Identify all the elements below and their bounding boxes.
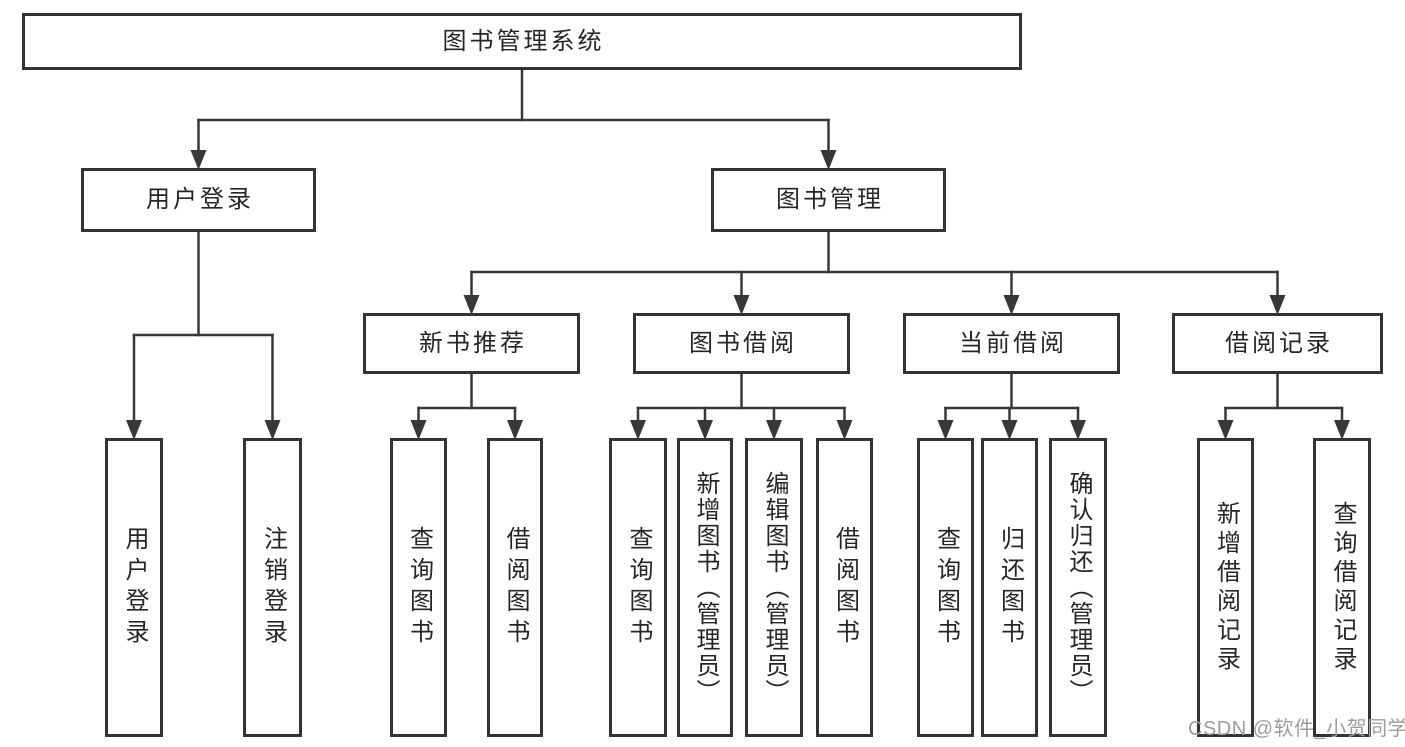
node-label-leaf-add-borrow-record: 新增借阅记录 — [1212, 500, 1240, 675]
node-leaf-add-borrow-record: 新增借阅记录 — [1197, 438, 1254, 737]
node-leaf-user-login: 用户登录 — [105, 438, 163, 737]
node-label-leaf-query-borrow-record: 查询借阅记录 — [1329, 500, 1356, 675]
node-label-leaf-edit-books-admin: 编辑图书（管理员） — [761, 470, 788, 705]
node-leaf-borrow-books-2: 借阅图书 — [816, 438, 873, 737]
node-label-book-management: 图书管理 — [776, 186, 884, 213]
node-book-borrowing: 图书借阅 — [633, 313, 850, 374]
node-system-root: 图书管理系统 — [22, 13, 1022, 70]
node-user-login: 用户登录 — [81, 168, 316, 232]
node-label-leaf-query-books-1: 查询图书 — [405, 525, 433, 650]
node-leaf-query-books-2: 查询图书 — [609, 438, 667, 737]
node-label-leaf-user-login: 用户登录 — [121, 525, 148, 650]
node-label-leaf-borrow-books-1: 借阅图书 — [502, 525, 529, 650]
node-label-leaf-add-books-admin: 新增图书（管理员） — [692, 470, 719, 705]
node-leaf-query-books-1: 查询图书 — [390, 438, 447, 737]
node-new-book-recommendation: 新书推荐 — [363, 313, 580, 374]
node-label-borrowing-records: 借阅记录 — [1225, 329, 1333, 357]
node-leaf-add-books-admin: 新增图书（管理员） — [677, 438, 733, 737]
node-label-leaf-query-books-2: 查询图书 — [625, 525, 652, 650]
node-label-system-root: 图书管理系统 — [442, 27, 605, 55]
node-label-current-borrowing: 当前借阅 — [959, 329, 1067, 357]
node-leaf-logout: 注销登录 — [243, 438, 302, 737]
node-label-book-borrowing: 图书借阅 — [689, 329, 797, 357]
node-label-leaf-query-books-3: 查询图书 — [932, 525, 960, 650]
node-leaf-query-books-3: 查询图书 — [917, 438, 974, 737]
node-label-user-login: 用户登录 — [146, 186, 254, 213]
node-label-leaf-borrow-books-2: 借阅图书 — [831, 525, 859, 650]
node-label-new-book-recommendation: 新书推荐 — [419, 329, 527, 357]
node-label-leaf-confirm-return-admin: 确认归还（管理员） — [1065, 470, 1092, 705]
node-leaf-query-borrow-record: 查询借阅记录 — [1313, 438, 1371, 737]
node-leaf-return-books: 归还图书 — [981, 438, 1038, 737]
node-label-leaf-logout: 注销登录 — [259, 525, 287, 650]
node-leaf-borrow-books-1: 借阅图书 — [487, 438, 543, 737]
node-leaf-confirm-return-admin: 确认归还（管理员） — [1049, 438, 1107, 737]
node-label-leaf-return-books: 归还图书 — [996, 525, 1024, 650]
node-borrowing-records: 借阅记录 — [1172, 313, 1383, 374]
node-leaf-edit-books-admin: 编辑图书（管理员） — [745, 438, 803, 737]
node-book-management: 图书管理 — [711, 168, 946, 232]
watermark-text: CSDN @软件_小贺同学 — [1188, 718, 1405, 740]
node-current-borrowing: 当前借阅 — [903, 313, 1120, 374]
